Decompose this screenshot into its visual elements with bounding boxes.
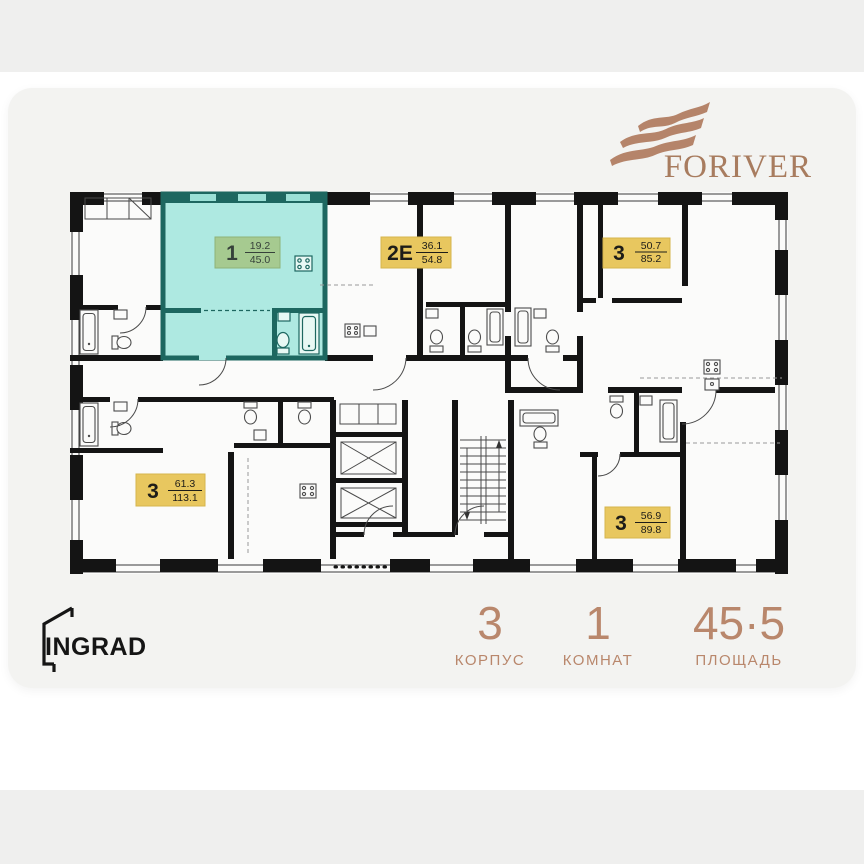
- unit-area-living: 50.7: [641, 240, 662, 252]
- brand-name: FORIVER: [663, 149, 812, 185]
- staircase: [460, 436, 506, 524]
- background-strip-top: [0, 0, 864, 72]
- summary-stats: 3 КОРПУС 1 КОМНАТ 45·5 ПЛОЩАДЬ: [8, 600, 856, 680]
- elevator-shafts: [340, 441, 397, 519]
- unit-rooms: 3: [615, 512, 627, 535]
- brand-waves-icon: [610, 102, 710, 166]
- unit-rooms: 2Е: [387, 242, 413, 265]
- developer-house-icon: [42, 606, 74, 672]
- unit-area-living: 19.2: [250, 240, 271, 252]
- unit-area-living: 61.3: [175, 478, 196, 490]
- brand-logo: FORIVER: [600, 98, 814, 186]
- stat-rooms-label: КОМНАТ: [562, 652, 634, 669]
- unit-area-total: 113.1: [172, 492, 198, 504]
- exterior-walls: [70, 192, 788, 574]
- stat-rooms: 1 КОМНАТ: [548, 600, 648, 669]
- unit-area-living: 36.1: [422, 240, 443, 252]
- unit-label-3b[interactable]: 3 61.3 113.1: [135, 473, 206, 507]
- wardrobe: [84, 197, 397, 425]
- unit-label-3a[interactable]: 3 50.7 85.2: [602, 237, 671, 269]
- stat-building-label: КОРПУС: [454, 652, 526, 669]
- unit-area-total: 89.8: [641, 524, 662, 536]
- stat-area: 45·5 ПЛОЩАДЬ: [664, 600, 814, 669]
- developer-logo: INGRAD: [32, 606, 172, 678]
- unit-label-3c[interactable]: 3 56.9 89.8: [604, 506, 671, 539]
- unit-rooms: 3: [147, 480, 159, 503]
- unit-door-opening: [199, 353, 226, 360]
- stat-area-label: ПЛОЩАДЬ: [695, 652, 783, 669]
- highlighted-unit[interactable]: [160, 191, 328, 386]
- unit-rooms: 3: [613, 242, 625, 265]
- interior-walls: [70, 194, 775, 559]
- stat-building-value: 3: [477, 597, 503, 649]
- unit-area-total: 45.0: [250, 254, 271, 266]
- stat-building: 3 КОРПУС: [440, 600, 540, 669]
- fixtures: [79, 307, 721, 499]
- zone-lines: [247, 284, 782, 569]
- unit-label-1[interactable]: 1 19.2 45.0: [214, 236, 281, 269]
- door-arc: [198, 357, 227, 386]
- stat-area-value: 45·5: [692, 597, 786, 649]
- toilet-icon: [276, 347, 290, 355]
- unit-label-2e[interactable]: 2Е 36.1 54.8: [380, 236, 452, 269]
- unit-area-total: 54.8: [422, 254, 443, 266]
- floor-plan: 1 19.2 45.0 2Е 36.1 54.8 3 50.7 85.2: [70, 191, 788, 574]
- developer-name: INGRAD: [45, 633, 147, 661]
- door-arcs: [109, 306, 717, 536]
- sink-icon: [277, 311, 291, 322]
- unit-rooms: 1: [226, 242, 238, 265]
- unit-area-living: 56.9: [641, 510, 662, 522]
- floorplan-card: FORIVER: [8, 88, 856, 688]
- stove-icon: [294, 255, 313, 272]
- background-strip-bottom: [0, 790, 864, 864]
- stat-rooms-value: 1: [585, 597, 611, 649]
- unit-area-total: 85.2: [641, 253, 662, 265]
